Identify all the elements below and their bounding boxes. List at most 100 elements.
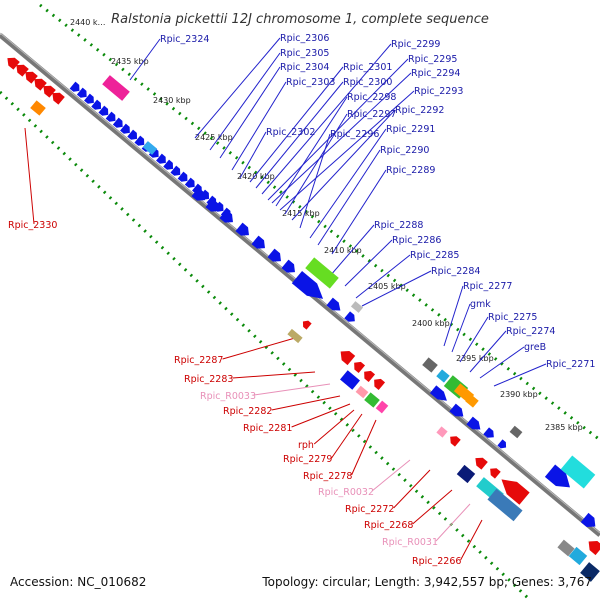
green-feature <box>364 392 380 408</box>
forward-gene-arrow <box>483 427 494 438</box>
forward-gene-arrow <box>544 464 570 488</box>
map-title: Ralstonia pickettii 12J chromosome 1, co… <box>111 12 489 27</box>
leader-line <box>309 128 387 239</box>
forward-gene-arrow <box>235 222 249 236</box>
gene-label: Rpic_2288 <box>374 220 423 231</box>
leader-line <box>460 519 483 561</box>
leader-line <box>291 109 396 221</box>
leader-line <box>284 113 348 215</box>
rna-label: Rpic_R0033 <box>200 391 256 402</box>
gene-label: Rpic_2284 <box>431 266 480 277</box>
leader-line <box>275 96 348 207</box>
leader-line <box>317 149 381 246</box>
leader-line <box>361 270 432 307</box>
tick-label: 2390 kbp <box>500 390 538 399</box>
gene-label: Rpic_2298 <box>347 92 396 103</box>
leader-line <box>493 363 547 387</box>
leader-line <box>271 395 341 411</box>
cyan-feature <box>560 455 596 489</box>
forward-gene-arrow <box>184 177 195 188</box>
green-feature <box>305 257 339 289</box>
leader-line <box>313 409 355 445</box>
gene-label: Rpic_2266 <box>412 556 461 567</box>
tick-label: 2415 kbp <box>282 209 320 218</box>
forward-gene-arrow <box>120 123 130 134</box>
forward-gene-arrow <box>98 105 109 116</box>
gene-label: Rpic_2294 <box>411 68 460 79</box>
gene-label: Rpic_2272 <box>345 504 394 515</box>
gene-label: Rpic_2268 <box>364 520 413 531</box>
gene-label: Rpic_2278 <box>303 471 352 482</box>
gene-label: Rpic_2275 <box>488 312 537 323</box>
gene-label: Rpic_2297 <box>347 109 396 120</box>
gene-label: Rpic_2292 <box>395 105 444 116</box>
pink-feature <box>436 426 448 438</box>
forward-gene-arrow <box>105 111 116 122</box>
reverse-gene-arrow <box>25 71 38 84</box>
forward-gene-arrow <box>91 99 102 110</box>
gene-label: rph <box>298 440 314 451</box>
forward-gene-arrow <box>251 235 265 249</box>
cyan-feature <box>568 546 588 566</box>
tick-label: 2420 kbp <box>237 172 275 181</box>
leader-line <box>412 489 453 525</box>
leader-line <box>331 413 363 459</box>
leader-line <box>459 316 489 363</box>
leader-line <box>371 459 411 492</box>
leader-line <box>261 43 392 195</box>
topology-text: Topology: circular; Length: 3,942,557 bp… <box>261 575 592 589</box>
tick-label: 2385 kbp <box>545 423 583 432</box>
gene-label: Rpic_2271 <box>546 359 595 370</box>
forward-gene-arrow <box>205 198 219 212</box>
leader-line <box>255 81 344 189</box>
forward-gene-arrow <box>429 385 447 401</box>
forward-gene-arrow <box>281 259 295 273</box>
leader-line <box>209 52 281 151</box>
gene-label: Rpic_2287 <box>174 355 223 366</box>
label-leader-lines <box>24 37 547 561</box>
forward-gene-arrow <box>449 403 464 417</box>
reverse-gene-arrow <box>475 457 488 470</box>
gene-label: Rpic_2286 <box>392 235 441 246</box>
gene-label: Rpic_2300 <box>343 77 392 88</box>
leader-line <box>351 419 377 476</box>
forward-gene-arrow <box>177 171 188 182</box>
tick-label: 2425 kbp <box>195 133 233 142</box>
leader-line <box>435 503 471 542</box>
gene-label: Rpic_2306 <box>280 33 329 44</box>
gene-label: Rpic_2279 <box>283 454 332 465</box>
leader-line <box>129 38 161 81</box>
grey-feature <box>422 357 438 373</box>
leader-line <box>291 403 351 428</box>
reverse-gene-arrow <box>450 436 461 447</box>
reverse-gene-arrow <box>490 468 501 479</box>
gene-label: Rpic_2281 <box>243 423 292 434</box>
tick-label: 2410 kbp <box>324 246 362 255</box>
forward-gene-arrow <box>466 416 481 430</box>
cyan-feature <box>142 141 158 155</box>
leader-line <box>451 303 471 353</box>
tick-label: 2435 kbp <box>111 57 149 66</box>
forward-gene-arrow <box>134 135 145 146</box>
forward-gene-arrow <box>170 165 181 176</box>
leader-line <box>267 58 409 201</box>
pink-feature <box>102 75 130 101</box>
accession-text: Accession: NC_010682 <box>10 575 146 589</box>
reverse-gene-arrow <box>374 378 386 391</box>
cyan-feature <box>436 369 450 383</box>
gene-label: Rpic_2290 <box>380 145 429 156</box>
leader-line <box>443 285 464 347</box>
reverse-gene-arrow <box>34 78 47 91</box>
leader-line <box>231 81 287 171</box>
forward-gene-arrow <box>112 117 123 128</box>
reverse-gene-arrow <box>354 361 366 374</box>
orange-feature <box>30 100 46 116</box>
gene-label: Rpic_2330 <box>8 220 57 231</box>
gene-label: Rpic_2303 <box>286 77 335 88</box>
leader-line <box>239 131 267 179</box>
steelblue-feature <box>487 488 523 522</box>
reverse-gene-arrow <box>16 64 29 77</box>
leader-line <box>329 224 375 277</box>
